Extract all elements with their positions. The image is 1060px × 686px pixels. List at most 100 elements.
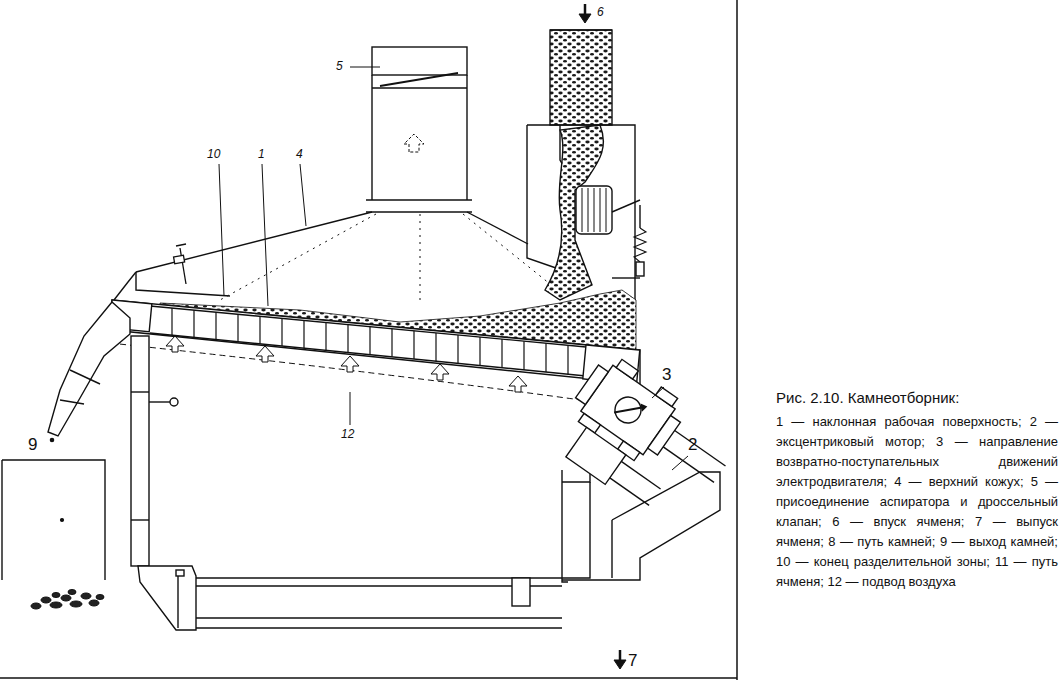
leader-lines-part	[262, 164, 268, 306]
part-description: 4 — верхний кожух;	[887, 474, 1023, 489]
callout-number: 9	[28, 436, 37, 453]
base-frame	[196, 578, 562, 628]
inlet-casing-part-part	[600, 188, 601, 232]
support-leg-part	[176, 570, 184, 576]
stone-bin-part	[61, 519, 64, 522]
upper-hood-part	[420, 214, 421, 300]
figure-caption: Рис. 2.10. Камнеотборник:	[776, 388, 1058, 408]
upper-hood	[114, 212, 560, 300]
stone-pile-part	[96, 595, 104, 600]
eccentric-motor-part	[576, 365, 609, 405]
separation-valve-part	[174, 255, 185, 264]
inclined-deck-part	[112, 300, 640, 384]
callout-number: 3	[662, 366, 671, 383]
aspirator-duct-part	[404, 134, 424, 152]
part-description: 12 — подвод воздуха	[824, 574, 956, 589]
inclined-deck-part	[172, 308, 568, 374]
aspirator-duct-part	[366, 211, 472, 212]
callout-number: 12	[341, 428, 354, 440]
eccentric-motor-part	[614, 396, 642, 424]
upper-hood-part	[114, 272, 136, 300]
deck-divider	[545, 343, 546, 372]
eccentric-motor-part	[616, 359, 638, 379]
aspirator-duct-part	[380, 73, 458, 86]
stone-bin-part	[2, 460, 105, 580]
separation-valve-part	[176, 244, 186, 246]
eccentric-motor	[545, 350, 742, 535]
leader-lines-part	[350, 392, 351, 425]
upper-hood-part	[467, 212, 528, 244]
inlet-casing	[527, 30, 646, 332]
deck-divider	[281, 318, 282, 346]
deck-divider	[325, 323, 326, 351]
leader-lines-part	[300, 164, 306, 226]
motor-stand-part	[562, 470, 590, 482]
inlet-casing-part	[576, 186, 612, 234]
deck-divider	[457, 335, 458, 363]
air-arrows-part	[341, 356, 359, 372]
motor-stand-part	[611, 520, 612, 578]
inlet-casing-part	[612, 277, 640, 278]
aspirator-duct-part	[366, 199, 472, 200]
frame-border-part	[736, 0, 738, 680]
callout-number: 6	[597, 6, 604, 18]
leader-lines-part	[219, 164, 224, 296]
eccentric-motor-part	[656, 387, 678, 407]
callout-number: 1	[258, 148, 265, 160]
support-leg-part	[149, 401, 170, 402]
air-arrows-part	[256, 346, 274, 362]
aspirator-duct-part	[372, 47, 467, 75]
stone-pile	[31, 590, 104, 610]
base-frame-part	[196, 585, 562, 586]
deck-divider	[237, 314, 238, 341]
deck-divider	[391, 329, 392, 357]
deck-divider	[215, 312, 216, 339]
inlet-arrow-part	[579, 14, 591, 23]
part-description: 6 — впуск ячменя;	[822, 514, 965, 529]
callout-number: 10	[207, 148, 220, 160]
eccentric-motor-part	[621, 461, 660, 489]
base-frame-part	[196, 627, 562, 628]
aspirator-duct	[366, 47, 472, 212]
eccentric-motor-part	[566, 427, 626, 484]
deck-divider	[435, 333, 436, 361]
stone-pile-part	[50, 602, 62, 608]
deck-divider	[193, 310, 194, 337]
eccentric-motor-part	[610, 478, 649, 506]
support-leg-part	[131, 519, 149, 520]
frame-border-part	[0, 677, 737, 679]
part-list: 1 — наклонная рабочая поверхность;2 — эк…	[776, 412, 1058, 592]
support-leg-part	[170, 398, 178, 406]
callout-number: 7	[628, 652, 637, 669]
inlet-casing-part-part	[582, 188, 583, 232]
stone-outlet-part	[70, 370, 100, 384]
stone-outlet-part	[48, 302, 130, 436]
support-leg-part	[138, 566, 196, 630]
leader-lines	[219, 67, 688, 470]
leader-lines-part	[672, 456, 688, 470]
stone-outlet-part	[60, 400, 84, 404]
outlet-arrow-part	[614, 660, 626, 669]
base-frame-part	[196, 617, 562, 618]
aspirator-duct-part	[466, 75, 467, 200]
stone-pile-part	[89, 600, 99, 606]
aspirator-duct-part	[372, 87, 467, 88]
leader-lines-part	[350, 67, 380, 68]
deck-divider	[259, 316, 260, 344]
air-arrows	[166, 336, 527, 392]
motor-stand	[562, 470, 720, 582]
deck-divider	[523, 341, 524, 370]
stone-outlet	[48, 302, 130, 442]
inlet-casing-part	[550, 29, 612, 30]
inlet-casing-part	[634, 228, 646, 262]
air-arrows-part	[166, 336, 184, 352]
stone-pile-part	[31, 603, 41, 609]
deck-divider	[567, 345, 568, 374]
part-description: 10 — конец разделительной зоны;	[776, 554, 990, 569]
upper-hood-part	[463, 214, 560, 292]
inlet-casing-part-part	[588, 188, 589, 232]
air-arrows-part	[431, 364, 449, 380]
frame-border	[0, 0, 737, 680]
eccentric-motor-part	[639, 404, 646, 411]
